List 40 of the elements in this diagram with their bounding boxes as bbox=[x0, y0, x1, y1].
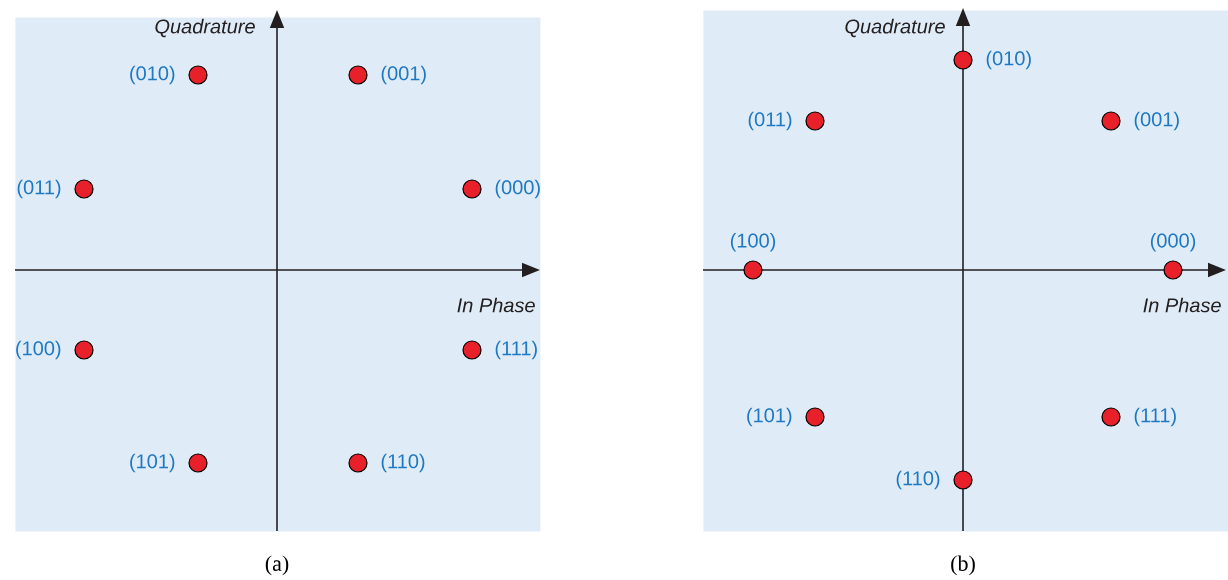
constellation-point bbox=[805, 111, 825, 131]
axis-label: Quadrature bbox=[155, 18, 255, 38]
point-label: (011) bbox=[17, 179, 61, 199]
constellation-point bbox=[1101, 407, 1121, 427]
point-label: (100) bbox=[730, 232, 776, 252]
point-label: (111) bbox=[495, 340, 537, 360]
point-label: (011) bbox=[748, 111, 792, 131]
axis-label: Quadrature bbox=[845, 18, 945, 38]
panel-caption: (b) bbox=[951, 555, 975, 576]
constellation-point bbox=[953, 470, 973, 490]
point-label: (101) bbox=[130, 453, 175, 473]
point-label: (111) bbox=[1134, 407, 1176, 427]
axis-label: In Phase bbox=[457, 297, 535, 313]
constellation-point bbox=[74, 179, 94, 199]
axis-label: In Phase bbox=[1143, 297, 1221, 313]
constellation-point bbox=[462, 340, 482, 360]
constellation-point bbox=[348, 65, 368, 85]
constellation-point bbox=[348, 453, 368, 473]
constellation-point bbox=[1101, 111, 1121, 131]
point-label: (110) bbox=[896, 470, 940, 490]
point-label: (010) bbox=[986, 50, 1031, 70]
point-label: (110) bbox=[381, 453, 425, 473]
point-label: (000) bbox=[495, 179, 540, 199]
plot-background bbox=[15, 17, 541, 532]
constellation-point bbox=[1163, 260, 1183, 280]
constellation-point bbox=[188, 65, 208, 85]
constellation-point bbox=[743, 260, 763, 280]
constellation-point bbox=[188, 453, 208, 473]
point-label: (001) bbox=[1134, 111, 1179, 131]
point-label: (001) bbox=[381, 65, 426, 85]
plot-background bbox=[703, 10, 1228, 532]
point-label: (100) bbox=[16, 340, 61, 360]
constellation-point bbox=[462, 179, 482, 199]
constellation-point bbox=[953, 50, 973, 70]
point-label: (000) bbox=[1150, 232, 1196, 252]
point-label: (010) bbox=[130, 65, 175, 85]
point-label: (101) bbox=[747, 407, 792, 427]
panel-caption: (a) bbox=[265, 555, 289, 576]
constellation-point bbox=[805, 407, 825, 427]
constellation-point bbox=[74, 340, 94, 360]
